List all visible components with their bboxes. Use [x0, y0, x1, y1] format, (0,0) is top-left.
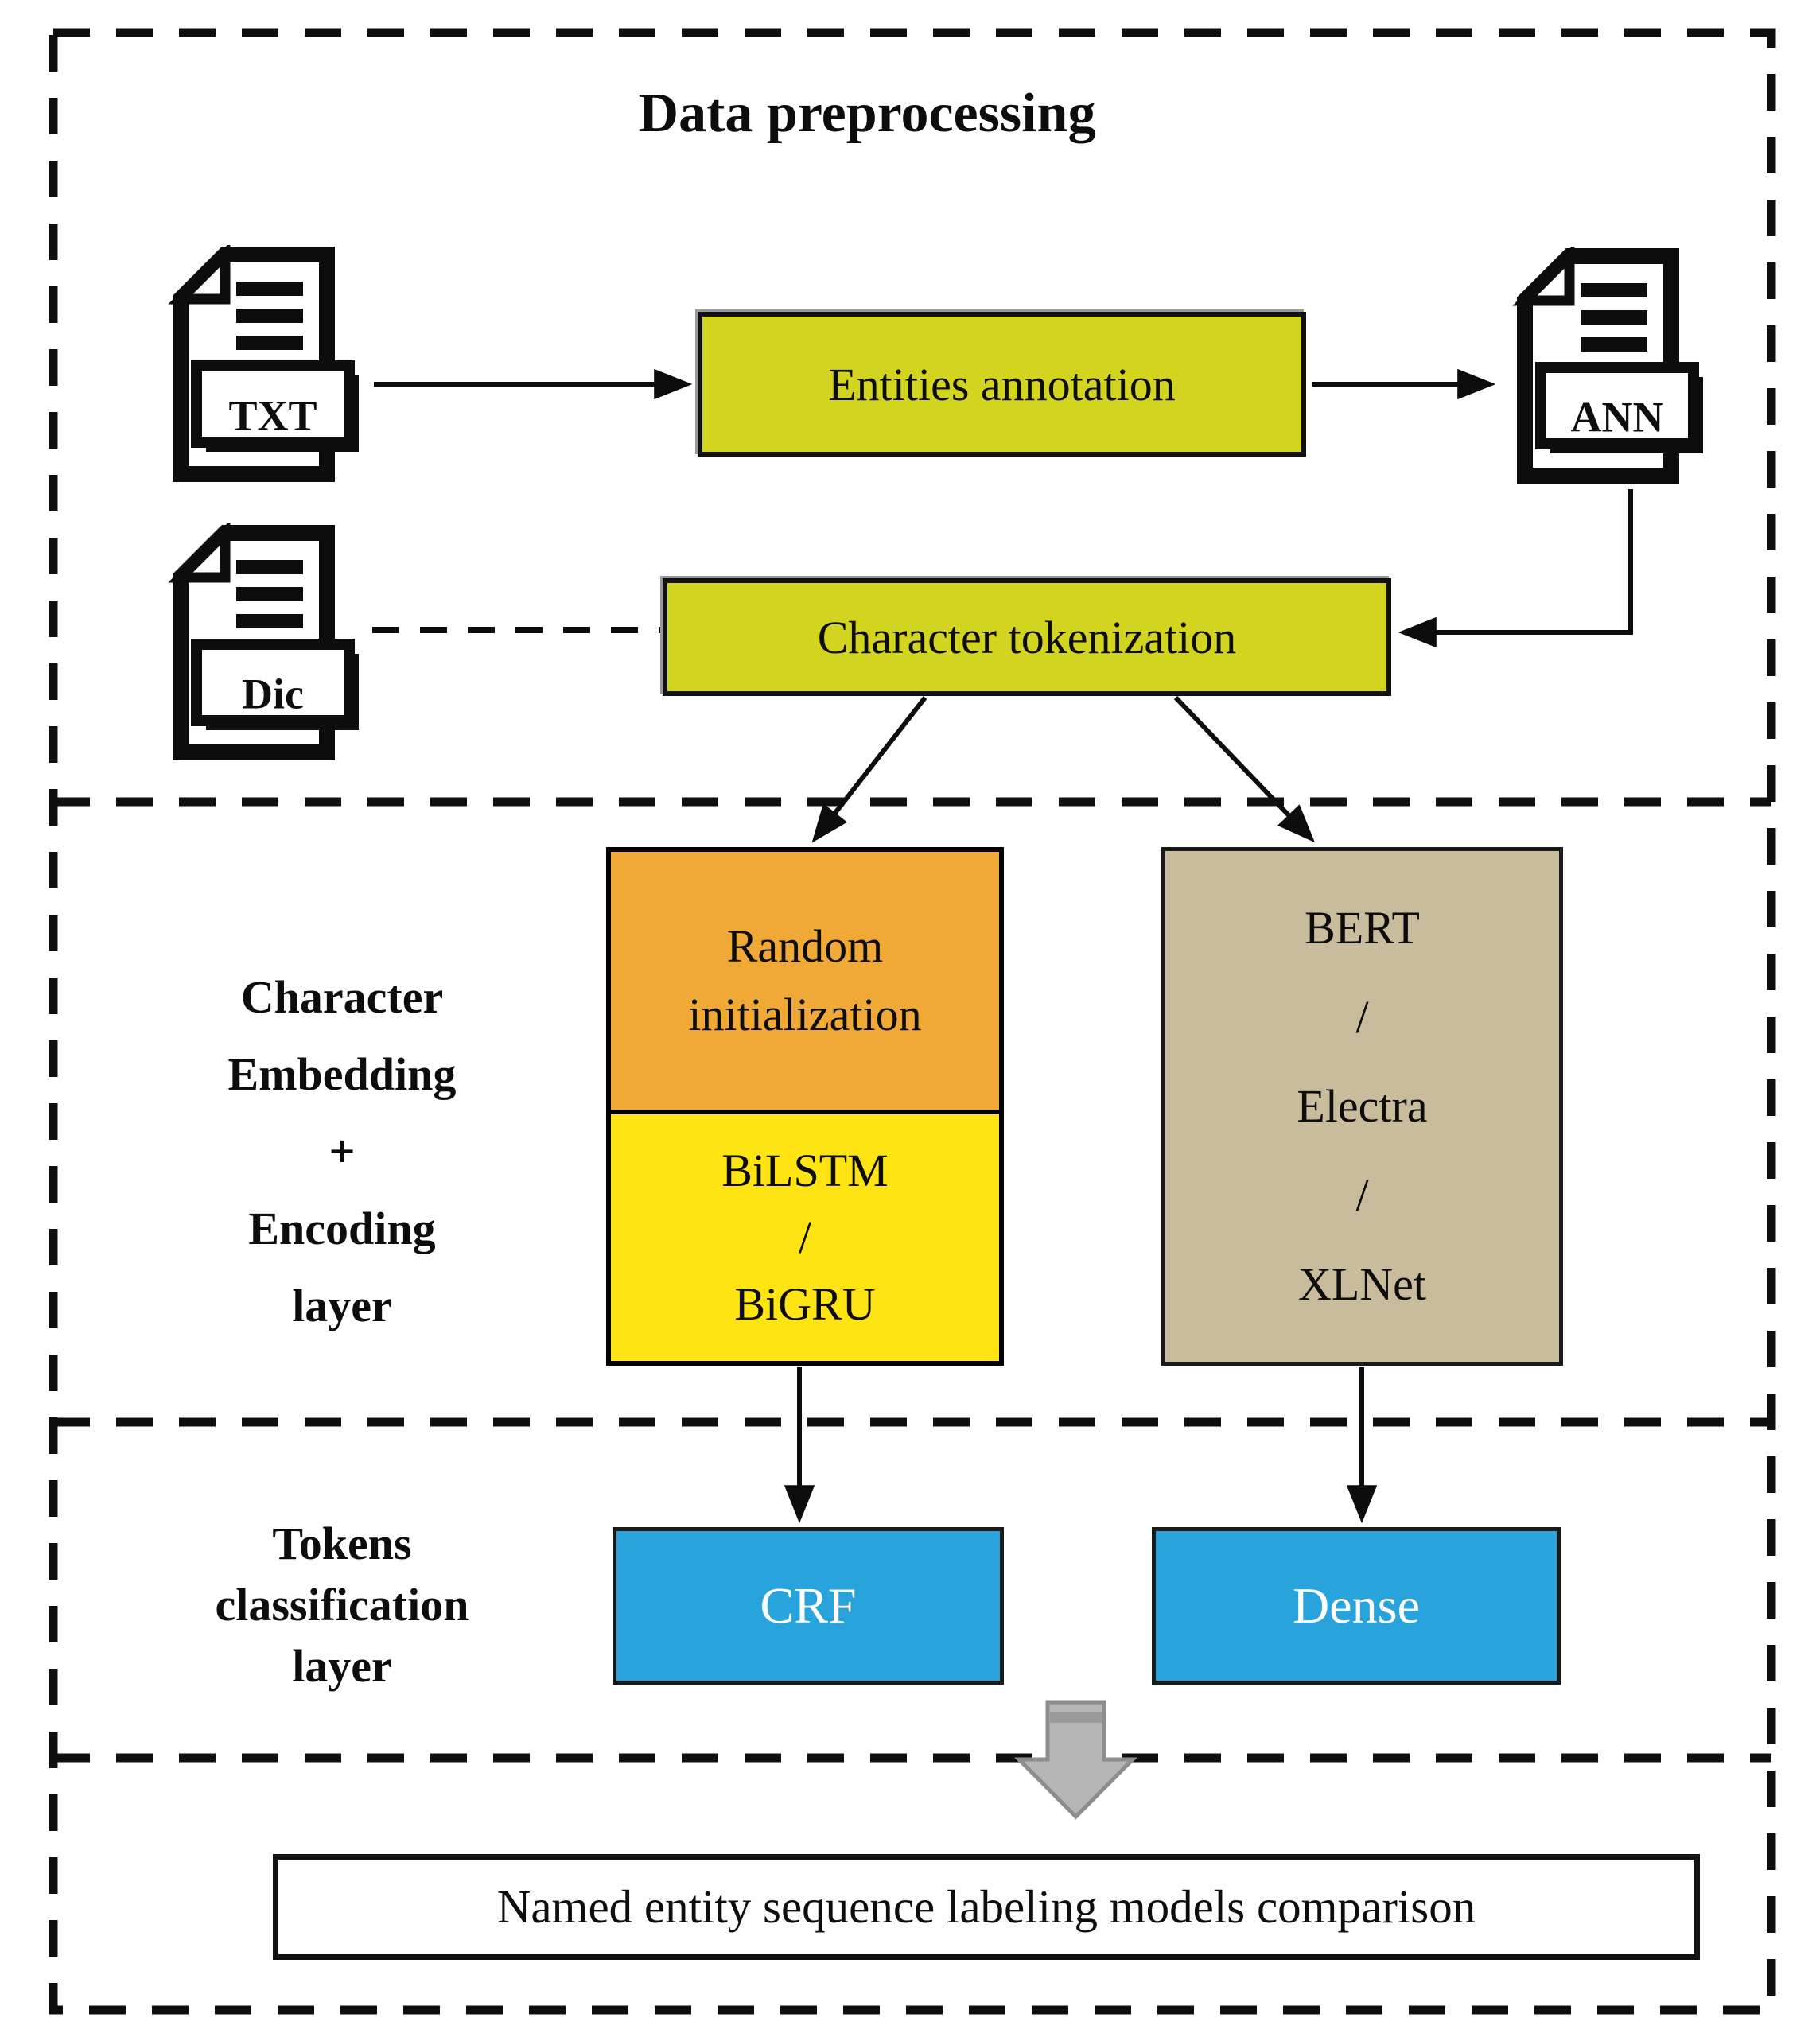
dense-label: Dense	[1293, 1577, 1420, 1634]
txt-file-icon: TXT	[168, 245, 359, 482]
dense-box: Dense	[1152, 1527, 1561, 1685]
bilstm-bigru-box: BiLSTM / BiGRU	[611, 1114, 999, 1361]
transformer-line: /	[1355, 991, 1369, 1043]
comparison-output-box: Named entity sequence labeling models co…	[273, 1854, 1700, 1960]
entities-annotation-box: Entities annotation	[698, 312, 1306, 457]
dic-file-icon: Dic	[168, 523, 359, 760]
crf-box: CRF	[612, 1527, 1004, 1685]
embedding-section-label: Character Embedding + Encoding layer	[95, 958, 589, 1344]
classification-label-line: Tokens	[272, 1518, 412, 1569]
character-tokenization-label: Character tokenization	[817, 611, 1237, 663]
embedding-label-line: +	[329, 1125, 356, 1177]
arrow-tokenization-to-random-init	[811, 696, 928, 843]
comparison-output-label: Named entity sequence labeling models co…	[496, 1880, 1476, 1933]
section-title-data-preprocessing: Data preprocessing	[638, 83, 1096, 144]
embedding-label-line: layer	[292, 1280, 392, 1331]
classification-label-line: classification	[215, 1579, 469, 1631]
random-initialization-box: Random initialization	[611, 852, 999, 1114]
embedding-label-line: Embedding	[228, 1048, 457, 1100]
block-arrow-shading	[1050, 1712, 1102, 1723]
entities-annotation-label: Entities annotation	[828, 358, 1176, 410]
random-init-line: Random	[726, 920, 884, 972]
rnn-line: /	[798, 1211, 812, 1263]
classification-label-line: layer	[292, 1640, 392, 1692]
txt-file-label: TXT	[228, 391, 317, 439]
crf-label: CRF	[760, 1577, 857, 1634]
transformer-line: BERT	[1305, 902, 1420, 954]
character-tokenization-box: Character tokenization	[663, 578, 1391, 696]
ann-file-icon: ANN	[1512, 247, 1703, 484]
transformer-line: /	[1355, 1169, 1369, 1221]
rnn-line: BiGRU	[734, 1278, 876, 1330]
transformer-line: XLNet	[1297, 1258, 1427, 1310]
dic-file-label: Dic	[242, 670, 304, 717]
rnn-line: BiLSTM	[721, 1145, 889, 1196]
embedding-label-line: Character	[240, 971, 444, 1023]
classification-section-label: Tokens classification layer	[95, 1513, 589, 1697]
transformer-encoder-box: BERT / Electra / XLNet	[1161, 847, 1563, 1366]
rnn-encoder-box: Random initialization BiLSTM / BiGRU	[606, 847, 1004, 1366]
arrow-ann-to-tokenization	[1398, 489, 1633, 648]
block-arrow-down-icon	[1013, 1700, 1138, 1820]
ann-file-label: ANN	[1571, 393, 1664, 441]
arrow-tokenization-to-transformer	[1173, 695, 1315, 843]
random-init-line: initialization	[688, 989, 922, 1040]
transformer-line: Electra	[1297, 1080, 1428, 1132]
embedding-label-line: Encoding	[248, 1203, 436, 1254]
